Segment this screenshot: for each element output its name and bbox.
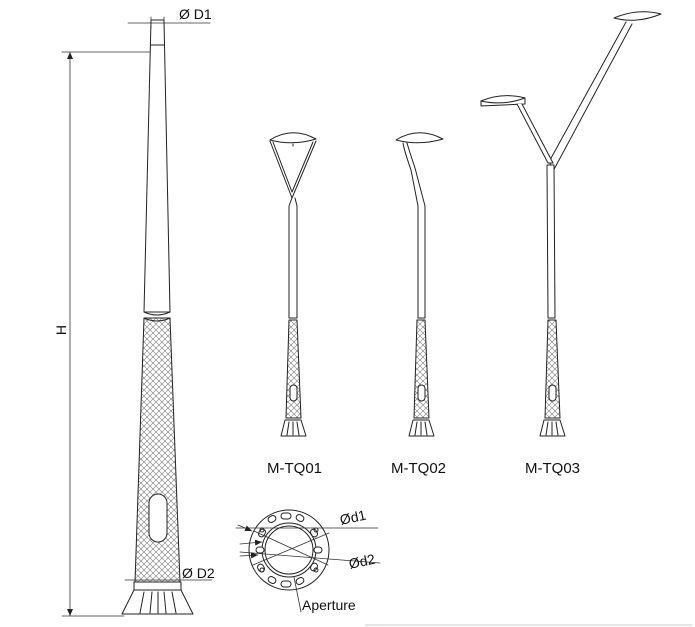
- pole-m-tq01: [269, 132, 317, 437]
- height-label: H: [53, 324, 70, 336]
- aperture-label: Aperture: [302, 597, 356, 613]
- base-flange-detail: [235, 509, 381, 613]
- main-pole-collar: [133, 581, 182, 591]
- main-pole-upper-shaft: [143, 19, 171, 313]
- service-door: [148, 493, 168, 543]
- top-diameter-label: Ø D1: [179, 6, 212, 22]
- model-label-m-tq02: M-TQ02: [391, 460, 447, 477]
- model-label-m-tq03: M-TQ03: [525, 460, 581, 477]
- main-pole: [121, 19, 194, 615]
- pole-m-tq03: [480, 11, 662, 437]
- d2-leader: [239, 551, 381, 564]
- model-label-m-tq01: M-TQ01: [267, 460, 323, 477]
- aperture-leader: [293, 576, 302, 613]
- dimension-lines: [61, 16, 213, 617]
- pole-m-tq02: [395, 132, 444, 437]
- bottom-diameter-label: Ø D2: [182, 565, 215, 581]
